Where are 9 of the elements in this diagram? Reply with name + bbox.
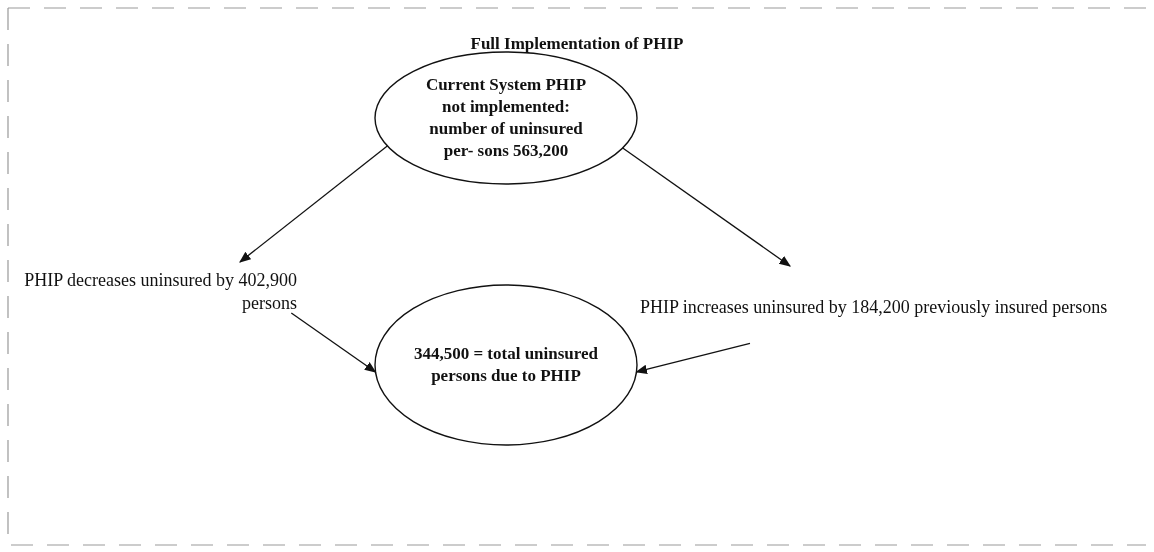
arrow bbox=[622, 147, 791, 267]
ellipse-label: 344,500 = total uninsured persons due to PHIP bbox=[412, 342, 600, 387]
ellipse-label: Current System PHIP not implemented: number of uninsured per- sons 563,200 bbox=[424, 73, 588, 163]
arrow bbox=[635, 342, 751, 374]
annotation-text: PHIP increases uninsured by 184,200 previously insured persons bbox=[640, 296, 1108, 320]
annotation-text: PHIP decreases uninsured by 402,900 persons bbox=[23, 268, 297, 315]
arrow bbox=[290, 312, 377, 373]
arrow bbox=[239, 145, 388, 263]
diagram-title: Full Implementation of PHIP bbox=[469, 34, 685, 54]
